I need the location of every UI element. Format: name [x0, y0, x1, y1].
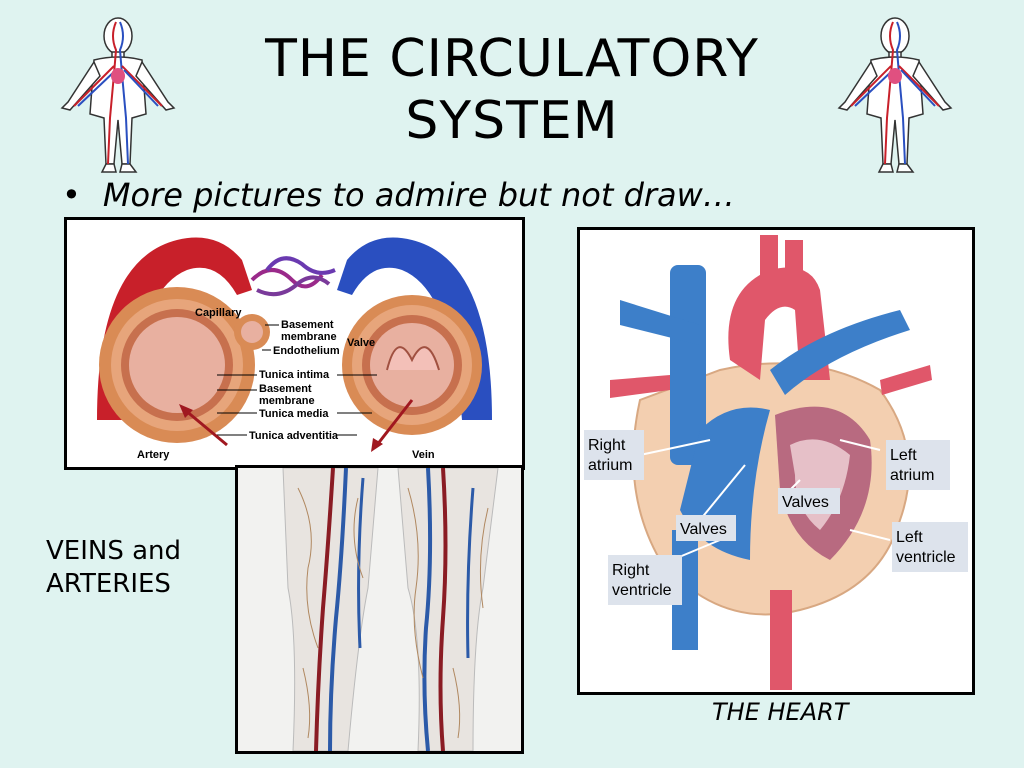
heart-diagram-frame: Right atrium Left atrium Valves Valves L…: [577, 227, 975, 695]
label-tunica-intima: Tunica intima: [259, 369, 330, 381]
label-left-ventricle-2: ventricle: [896, 549, 956, 566]
circulatory-figure-icon-right: [837, 17, 953, 173]
title-line-1: THE CIRCULATORY: [265, 29, 759, 89]
caption-veins-line-1: VEINS and: [46, 536, 182, 566]
label-capillary: Capillary: [195, 307, 242, 319]
circulatory-figure-icon-left: [60, 17, 176, 173]
caption-veins-line-2: ARTERIES: [46, 569, 171, 599]
heart-diagram: Right atrium Left atrium Valves Valves L…: [584, 235, 968, 690]
slide-title: THE CIRCULATORY SYSTEM: [180, 28, 844, 152]
label-basement-membrane-mid-2: membrane: [259, 395, 315, 407]
label-valves-right: Valves: [782, 494, 829, 511]
label-right-ventricle-1: Right: [612, 562, 650, 579]
caption-heart: THE HEART: [712, 698, 849, 726]
label-valves-left: Valves: [680, 521, 727, 538]
label-basement-membrane-top-2: membrane: [281, 331, 337, 343]
label-right-ventricle-2: ventricle: [612, 582, 672, 599]
label-right-atrium-2: atrium: [588, 457, 632, 474]
title-line-2: SYSTEM: [405, 91, 619, 151]
label-endothelium: Endothelium: [273, 345, 340, 357]
label-left-atrium-1: Left: [890, 447, 917, 464]
label-right-atrium-1: Right: [588, 437, 626, 454]
label-vein: Vein: [412, 449, 435, 461]
vessel-diagram-frame: Capillary Basement membrane Endothelium …: [64, 217, 525, 470]
bullet-point: • More pictures to admire but not draw…: [62, 176, 735, 214]
bullet-text: More pictures to admire but not draw…: [102, 176, 735, 214]
legs-vessels-image: [282, 468, 499, 751]
label-tunica-adventitia: Tunica adventitia: [249, 430, 339, 442]
label-left-atrium-2: atrium: [890, 467, 934, 484]
caption-veins-arteries: VEINS and ARTERIES: [46, 535, 181, 601]
label-tunica-media: Tunica media: [259, 408, 329, 420]
label-valve: Valve: [347, 337, 375, 349]
label-left-ventricle-1: Left: [896, 529, 923, 546]
label-basement-membrane-mid-1: Basement: [259, 383, 312, 395]
bullet-dot-icon: •: [62, 176, 81, 214]
vessel-diagram: Capillary Basement membrane Endothelium …: [97, 237, 492, 461]
label-artery: Artery: [137, 449, 170, 461]
label-basement-membrane-top-1: Basement: [281, 319, 334, 331]
legs-vessels-frame: [235, 465, 524, 754]
